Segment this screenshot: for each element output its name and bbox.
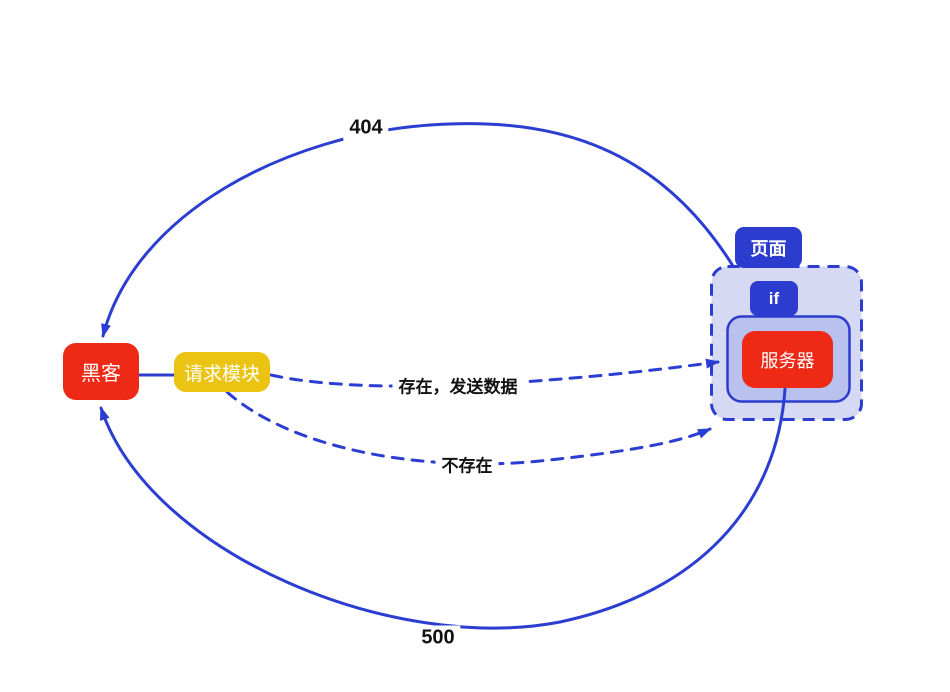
node-hacker-label: 黑客 bbox=[81, 363, 121, 385]
if-group-label: if bbox=[768, 288, 780, 308]
edge-label-500[interactable]: 500 bbox=[415, 625, 461, 651]
node-request-module[interactable]: 请求模块 bbox=[174, 352, 270, 392]
node-request-module-label: 请求模块 bbox=[183, 363, 260, 385]
page-group-badge[interactable]: 页面 bbox=[735, 227, 802, 268]
edge-500-arrow bbox=[99, 387, 787, 630]
node-server-label: 服务器 bbox=[760, 350, 815, 371]
page-group-label: 页面 bbox=[750, 238, 787, 259]
node-server[interactable]: 服务器 bbox=[742, 331, 833, 388]
edge-label-not-exists[interactable]: 不存在 bbox=[435, 450, 499, 478]
edge-404-arrow bbox=[101, 122, 735, 338]
edge-not-exists-arrow bbox=[225, 390, 712, 466]
if-group-badge[interactable]: if bbox=[750, 281, 798, 316]
node-hacker[interactable]: 黑客 bbox=[63, 343, 139, 400]
edge-label-exists-send-data[interactable]: 存在，发送数据 bbox=[392, 371, 524, 399]
edge-label-404[interactable]: 404 bbox=[343, 115, 389, 141]
